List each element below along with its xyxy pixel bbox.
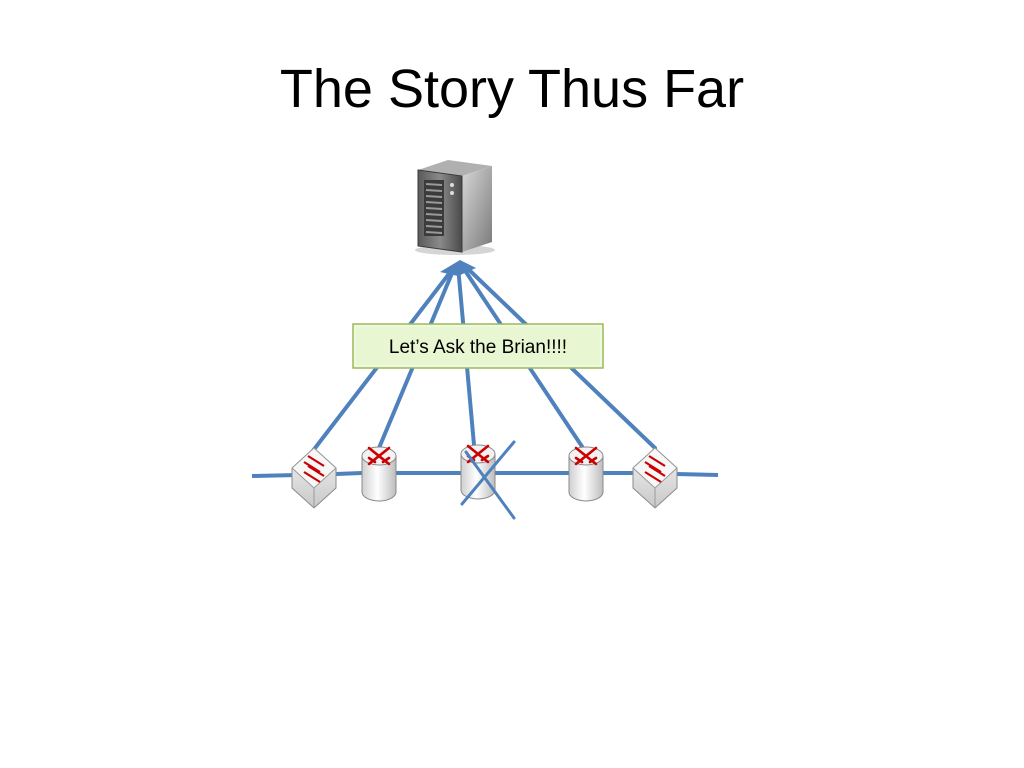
controller-arrowhead: [440, 260, 476, 276]
callout: Let’s Ask the Brian!!!!: [352, 323, 604, 369]
router-icon-failed: [460, 444, 496, 500]
link-edge-left: [251, 473, 299, 478]
failure-cross-icon: [460, 440, 516, 520]
router-icon: [361, 446, 397, 502]
link-switch-router1: [335, 471, 363, 476]
switch-icon: [632, 447, 678, 509]
data-plane-links: [251, 471, 719, 478]
switch-icon: [291, 447, 337, 509]
callout-text: Let’s Ask the Brian!!!!: [389, 337, 567, 358]
slide-title: The Story Thus Far: [279, 59, 745, 119]
link-edge-right: [675, 472, 719, 477]
router-icon: [568, 446, 604, 502]
server-icon: [415, 160, 495, 255]
